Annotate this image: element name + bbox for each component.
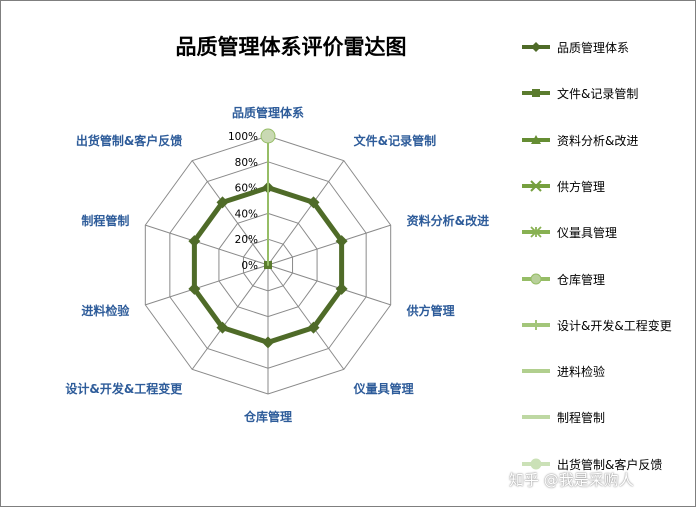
axis-label: 品质管理体系: [232, 105, 304, 120]
data-point: [307, 196, 320, 209]
legend-item: 出货管制&客户反馈: [521, 454, 696, 474]
data-point: [260, 128, 276, 144]
tick-label: 80%: [235, 157, 258, 169]
legend-label: 品质管理体系: [557, 41, 630, 55]
radar-series: [188, 128, 348, 349]
legend-label: 资料分析&改进: [557, 133, 639, 148]
data-point: [307, 321, 320, 334]
axis-label: 仪量具管理: [353, 381, 414, 396]
legend-marker-icon: [522, 89, 550, 98]
legend-label: 出货管制&客户反馈: [557, 457, 663, 472]
legend-item: 仪量具管理: [521, 222, 696, 242]
data-point: [216, 321, 229, 334]
watermark-text: 知乎 @我是采购人: [509, 471, 634, 489]
legend-marker-icon: [522, 319, 550, 330]
legend-marker-icon: [522, 134, 550, 144]
tick-label: 20%: [235, 234, 258, 246]
data-point: [335, 282, 348, 295]
legend-item: 资料分析&改进: [521, 130, 696, 150]
legend-marker-icon: [522, 180, 550, 192]
axis-label: 制程管制: [81, 213, 129, 228]
axis-label: 进料检验: [81, 303, 130, 318]
legend-item: 进料检验: [521, 361, 696, 381]
legend-item: 品质管理体系: [521, 37, 696, 57]
grid-spoke: [191, 264, 269, 370]
grid-spoke: [145, 224, 269, 266]
legend-item: 设计&开发&工程变更: [521, 315, 696, 335]
legend-item: 仓库管理: [521, 269, 696, 289]
legend-label: 进料检验: [557, 365, 606, 380]
axis-label: 文件&记录管制: [354, 133, 436, 148]
chart-title: 品质管理体系评价雷达图: [175, 34, 407, 59]
legend-label: 仓库管理: [557, 272, 606, 287]
legend-marker-icon: [522, 226, 550, 238]
legend-marker-icon: [522, 42, 550, 52]
legend-label: 文件&记录管制: [557, 87, 639, 102]
legend-label: 制程管制: [557, 411, 606, 426]
legend-item: 文件&记录管制: [521, 83, 696, 103]
tick-label: 100%: [228, 131, 258, 143]
grid-spoke: [267, 224, 391, 266]
legend-marker-icon: [522, 273, 550, 284]
series-1: [188, 181, 348, 349]
tick-label: 0%: [241, 260, 258, 272]
series-6: [260, 128, 276, 266]
data-point: [188, 282, 201, 295]
tick-label: 40%: [235, 208, 258, 220]
data-point: [262, 336, 274, 349]
data-point: [188, 235, 201, 248]
axis-label: 供方管理: [406, 303, 455, 318]
data-point: [335, 235, 348, 248]
grid-spoke: [145, 264, 269, 306]
axis-label: 出货管制&客户反馈: [76, 133, 182, 148]
legend-marker-icon: [522, 415, 550, 420]
grid-spoke: [267, 160, 345, 266]
legend-marker-icon: [522, 369, 550, 374]
grid-spoke: [267, 264, 391, 306]
grid-spoke: [267, 264, 345, 370]
legend-item: 制程管制: [521, 407, 696, 427]
legend-marker-icon: [522, 458, 550, 470]
grid-spoke: [191, 160, 269, 266]
legend-label: 设计&开发&工程变更: [557, 318, 672, 333]
legend-label: 供方管理: [557, 179, 606, 194]
axis-label: 仓库管理: [243, 409, 292, 424]
legend-label: 仪量具管理: [557, 226, 618, 241]
axis-label: 资料分析&改进: [407, 213, 489, 228]
data-point: [216, 196, 229, 209]
legend-item: 供方管理: [521, 176, 696, 196]
axis-label: 设计&开发&工程变更: [65, 381, 183, 396]
